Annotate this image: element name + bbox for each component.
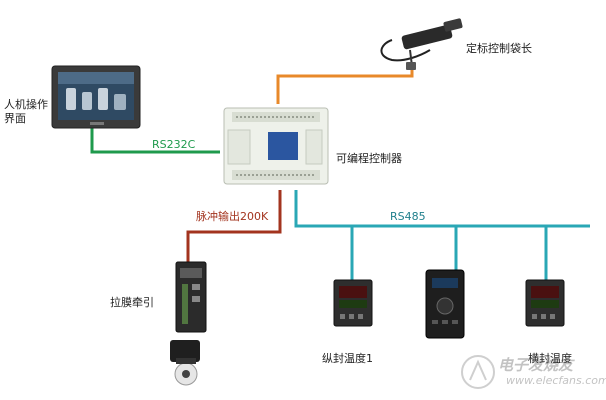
pulse-output-label: 脉冲输出200K xyxy=(196,210,269,223)
mark-sensor-label: 定标控制袋长 xyxy=(466,42,532,55)
watermark-text: 电子发烧友 xyxy=(498,356,574,374)
plc-label: 可编程控制器 xyxy=(336,152,402,165)
servo-motor xyxy=(170,340,200,386)
hmi-panel xyxy=(51,65,141,129)
rs232-label: RS232C xyxy=(152,138,196,151)
servo-drive-label: 拉膜牵引 xyxy=(110,296,154,309)
sensor-connection-line xyxy=(276,66,414,104)
plc-unit xyxy=(223,107,329,185)
temp-cross-label: 横封温度 xyxy=(528,352,572,365)
servo-drive xyxy=(175,261,207,333)
pulse-output-line xyxy=(186,190,282,262)
watermark: 电子发烧友 www.elecfans.com xyxy=(456,352,606,396)
rs485-bus-line xyxy=(294,190,590,228)
hmi-label: 人机操作界面 xyxy=(4,98,48,125)
rs485-label: RS485 xyxy=(390,210,426,223)
temp-controller-cross xyxy=(525,279,565,327)
rs232-connection-line xyxy=(90,126,220,154)
watermark-logo-icon xyxy=(461,355,495,389)
mark-sensor xyxy=(380,18,463,70)
temp-controller-long xyxy=(333,279,373,327)
watermark-url: www.elecfans.com xyxy=(506,374,606,387)
inverter xyxy=(425,269,465,339)
temp-long-label: 纵封温度1 xyxy=(322,352,373,365)
